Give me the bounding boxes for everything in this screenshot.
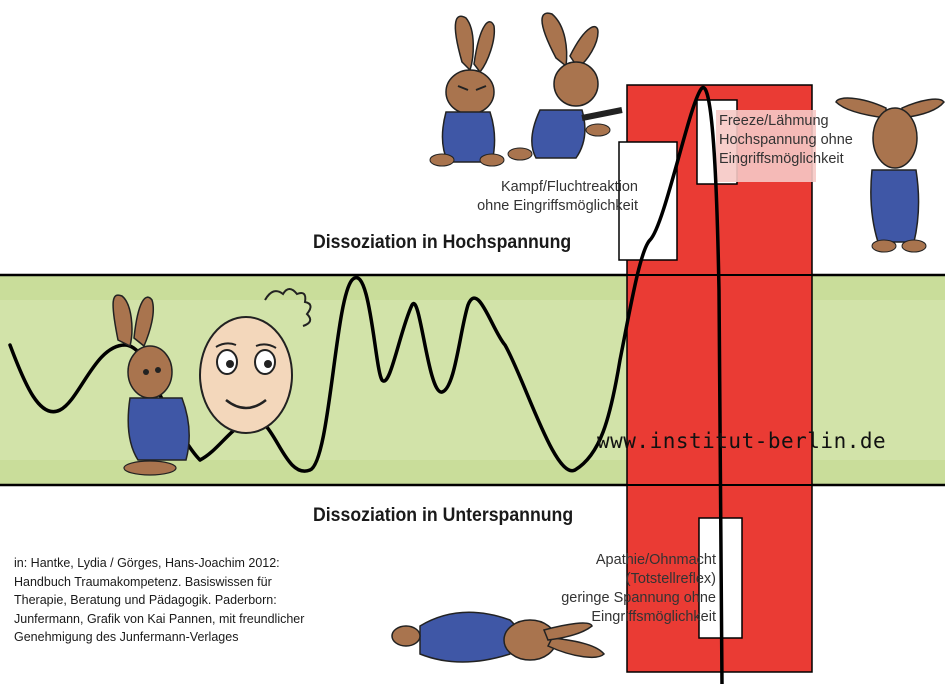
apathy-label: Apathie/Ohnmacht (Totstellreflex) gering… — [561, 552, 716, 625]
citation: in: Hantke, Lydia / Görges, Hans-Joachim… — [14, 556, 305, 644]
sitting-rabbit — [112, 294, 190, 476]
frozen-rabbit — [835, 97, 945, 253]
smiling-face — [199, 288, 312, 434]
heading-unterspannung: Dissoziation in Unterspannung — [313, 505, 574, 526]
watermark-url: www.institut-berlin.de — [597, 429, 887, 453]
heading-hochspannung: Dissoziation in Hochspannung — [313, 232, 572, 253]
freeze-label: Freeze/Lähmung Hochspannung ohne Eingrif… — [719, 113, 853, 167]
lying-rabbit — [391, 611, 606, 663]
angry-rabbit — [429, 15, 505, 167]
running-rabbit — [507, 12, 623, 161]
fight-flight-label: Kampf/Fluchtreaktion ohne Eingriffsmögli… — [477, 179, 638, 214]
